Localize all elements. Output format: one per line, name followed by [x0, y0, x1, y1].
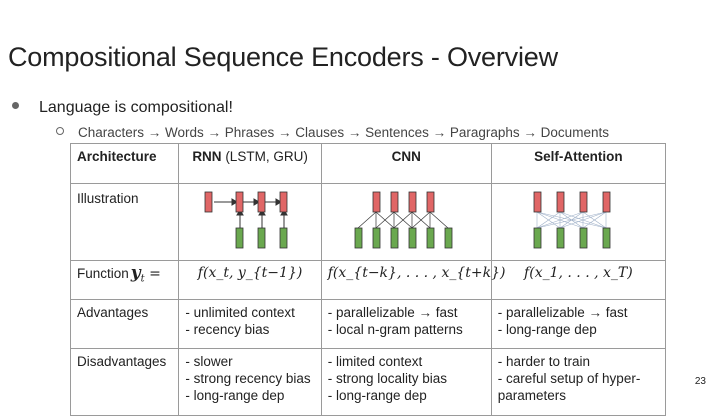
header-rnn-rest: (LSTM, GRU) [221, 149, 308, 164]
page-number: 23 [694, 376, 706, 387]
bullet-main: Language is compositional! [12, 99, 233, 117]
bullet-sub: Characters → Words → Phrases → Clauses →… [56, 125, 609, 140]
function-label: Function [77, 266, 129, 281]
advantages-rnn: - unlimited context - recency bias [178, 299, 322, 349]
disadvantages-sa-line: - careful setup of hyper- [497, 371, 641, 386]
advantages-sa-line: - parallelizable → fast [497, 305, 628, 320]
header-rnn: RNN (LSTM, GRU) [178, 143, 322, 184]
function-rnn: f(x_t, y_{t−1}) [178, 260, 322, 300]
disadvantages-rnn-line: - slower [185, 354, 233, 369]
illustration-label: Illustration [69, 183, 180, 261]
header-cnn: CNN [320, 143, 492, 184]
disadvantages-label: Disadvantages [69, 348, 180, 416]
header-rnn-bold: RNN [192, 149, 222, 164]
self-attention-illustration-cell [490, 183, 667, 261]
advantages-rnn-line: - unlimited context [185, 305, 295, 320]
function-cnn: f(x_{t−k}, . . . , x_{t+k}) [320, 260, 505, 300]
disadvantages-sa-line: parameters [497, 388, 567, 403]
disadvantages-cnn: - limited context - strong locality bias -… [320, 348, 492, 416]
header-row: Architecture RNN (LSTM, GRU) CNN Self-At… [69, 143, 667, 184]
advantages-row: Advantages - unlimited context - recency … [69, 299, 667, 349]
rnn-diagram-icon [204, 191, 289, 249]
disadvantages-cnn-line: - limited context [327, 354, 423, 369]
function-self-attention: f(x_1, . . . , x_T) [490, 260, 667, 300]
function-lhs-sub: t [140, 273, 145, 285]
disadvantages-row: Disadvantages - slower - strong recency b… [69, 348, 667, 416]
illustration-row: Illustration [69, 183, 667, 261]
disadvantages-rnn-line: - long-range dep [185, 388, 285, 403]
advantages-label: Advantages [69, 299, 180, 349]
disadvantages-self-attention: - harder to train - careful setup of hype… [490, 348, 667, 416]
header-architecture: Architecture [69, 143, 180, 184]
disadvantages-rnn-line: - strong recency bias [185, 371, 311, 386]
bullet-dot-icon [12, 102, 19, 110]
disadvantages-cnn-line: - strong locality bias [327, 371, 448, 386]
self-attention-diagram-icon [533, 191, 611, 249]
advantages-cnn-line: - local n-gram patterns [327, 322, 463, 337]
disadvantages-cnn-line: - long-range dep [327, 388, 427, 403]
disadvantages-sa-line: - harder to train [497, 354, 591, 369]
disadvantages-rnn: - slower - strong recency bias - long-rang… [178, 348, 322, 416]
rnn-illustration-cell [178, 183, 322, 261]
slide-title: Compositional Sequence Encoders - Overvi… [8, 42, 558, 72]
cnn-illustration-cell [320, 183, 492, 261]
bullet-sub-text: Characters → Words → Phrases → Clauses →… [78, 125, 609, 140]
bullet-circle-icon [56, 127, 64, 136]
advantages-self-attention: - parallelizable → fast - long-range dep [490, 299, 667, 349]
bullet-main-text: Language is compositional! [39, 99, 233, 116]
comparison-table: Architecture RNN (LSTM, GRU) CNN Self-At… [69, 143, 667, 416]
function-lhs: y [130, 263, 141, 283]
advantages-sa-line: - long-range dep [497, 322, 597, 337]
cnn-diagram-icon [354, 191, 453, 249]
advantages-cnn-line: - parallelizable → fast [327, 305, 458, 320]
header-self-attention: Self-Attention [490, 143, 667, 184]
function-eq: = [144, 266, 161, 282]
advantages-cnn: - parallelizable → fast - local n-gram pa… [320, 299, 492, 349]
advantages-rnn-line: - recency bias [185, 322, 270, 337]
